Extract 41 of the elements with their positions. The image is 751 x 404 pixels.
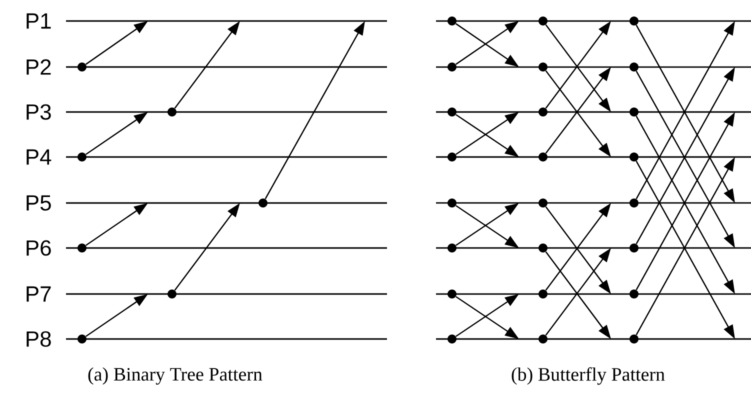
row-label: P5 (26, 195, 51, 211)
dot (630, 198, 638, 208)
dot (448, 334, 456, 344)
dot (630, 62, 638, 72)
dot (538, 16, 548, 26)
dot (78, 62, 86, 72)
dot (538, 334, 548, 344)
dot (448, 108, 456, 116)
dot (78, 152, 86, 162)
dot (448, 16, 456, 26)
dot (538, 62, 548, 72)
dot (448, 290, 456, 298)
dot (448, 62, 456, 72)
dot (630, 16, 638, 26)
row-label: P1 (26, 13, 51, 29)
dot (538, 198, 548, 208)
dot (168, 290, 176, 298)
dot (630, 108, 638, 116)
row-label: P4 (26, 149, 52, 165)
row-label: P7 (26, 286, 51, 302)
dot (630, 152, 638, 162)
dot (258, 198, 268, 208)
dot (538, 152, 548, 162)
dot (448, 198, 456, 208)
row-label: P8 (26, 331, 51, 347)
dot (78, 244, 86, 252)
dot (448, 152, 456, 162)
dot (448, 244, 456, 252)
dot (538, 244, 548, 252)
row-label: P6 (26, 240, 51, 256)
dot (630, 244, 638, 252)
caption: (b) Butterfly Pattern (512, 367, 665, 385)
dot (78, 334, 86, 344)
dot (630, 290, 638, 298)
dot (538, 290, 548, 298)
caption: (a) Binary Tree Pattern (88, 367, 262, 385)
row-label: P2 (26, 59, 51, 75)
row-label: P3 (26, 104, 51, 120)
dot (168, 108, 176, 116)
dot (630, 334, 638, 344)
dot (538, 108, 548, 116)
